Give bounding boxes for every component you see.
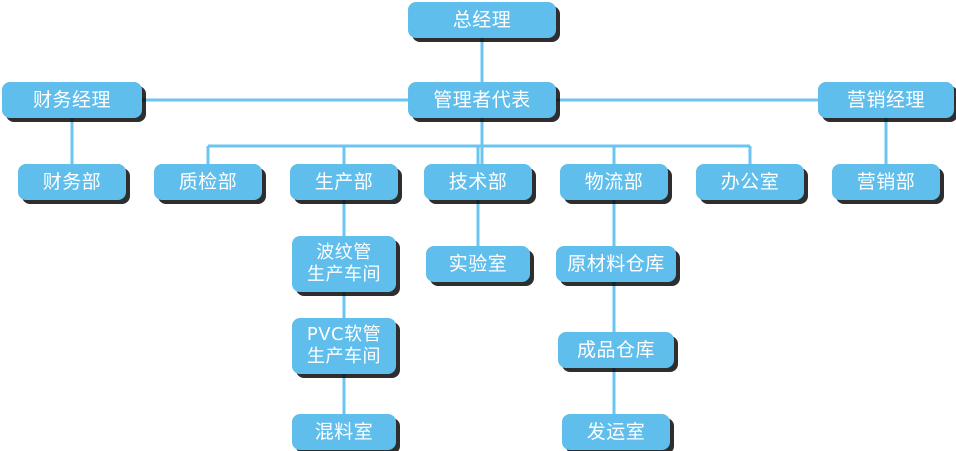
org-node-lab[interactable]: 实验室 xyxy=(426,246,530,282)
org-node-fin_mgr[interactable]: 财务经理 xyxy=(2,82,142,118)
org-node-mkt_mgr[interactable]: 营销经理 xyxy=(818,82,954,118)
org-node-mkt_dept[interactable]: 营销部 xyxy=(832,164,940,200)
org-node-pvc_ws[interactable]: PVC软管 生产车间 xyxy=(292,318,396,374)
org-node-office[interactable]: 办公室 xyxy=(696,164,804,200)
org-node-mgmt_rep[interactable]: 管理者代表 xyxy=(408,82,556,118)
org-node-corr_ws[interactable]: 波纹管 生产车间 xyxy=(292,236,396,292)
org-node-fg_wh[interactable]: 成品仓库 xyxy=(558,332,674,368)
org-node-mix_room[interactable]: 混料室 xyxy=(292,414,396,450)
org-node-qc_dept[interactable]: 质检部 xyxy=(154,164,262,200)
org-node-fin_dept[interactable]: 财务部 xyxy=(18,164,126,200)
org-node-log_dept[interactable]: 物流部 xyxy=(560,164,668,200)
org-node-raw_wh[interactable]: 原材料仓库 xyxy=(556,246,676,282)
org-node-ship_room[interactable]: 发运室 xyxy=(562,414,670,450)
org-node-gm[interactable]: 总经理 xyxy=(408,2,556,38)
org-node-prod_dept[interactable]: 生产部 xyxy=(290,164,398,200)
org-node-tech_dept[interactable]: 技术部 xyxy=(424,164,532,200)
